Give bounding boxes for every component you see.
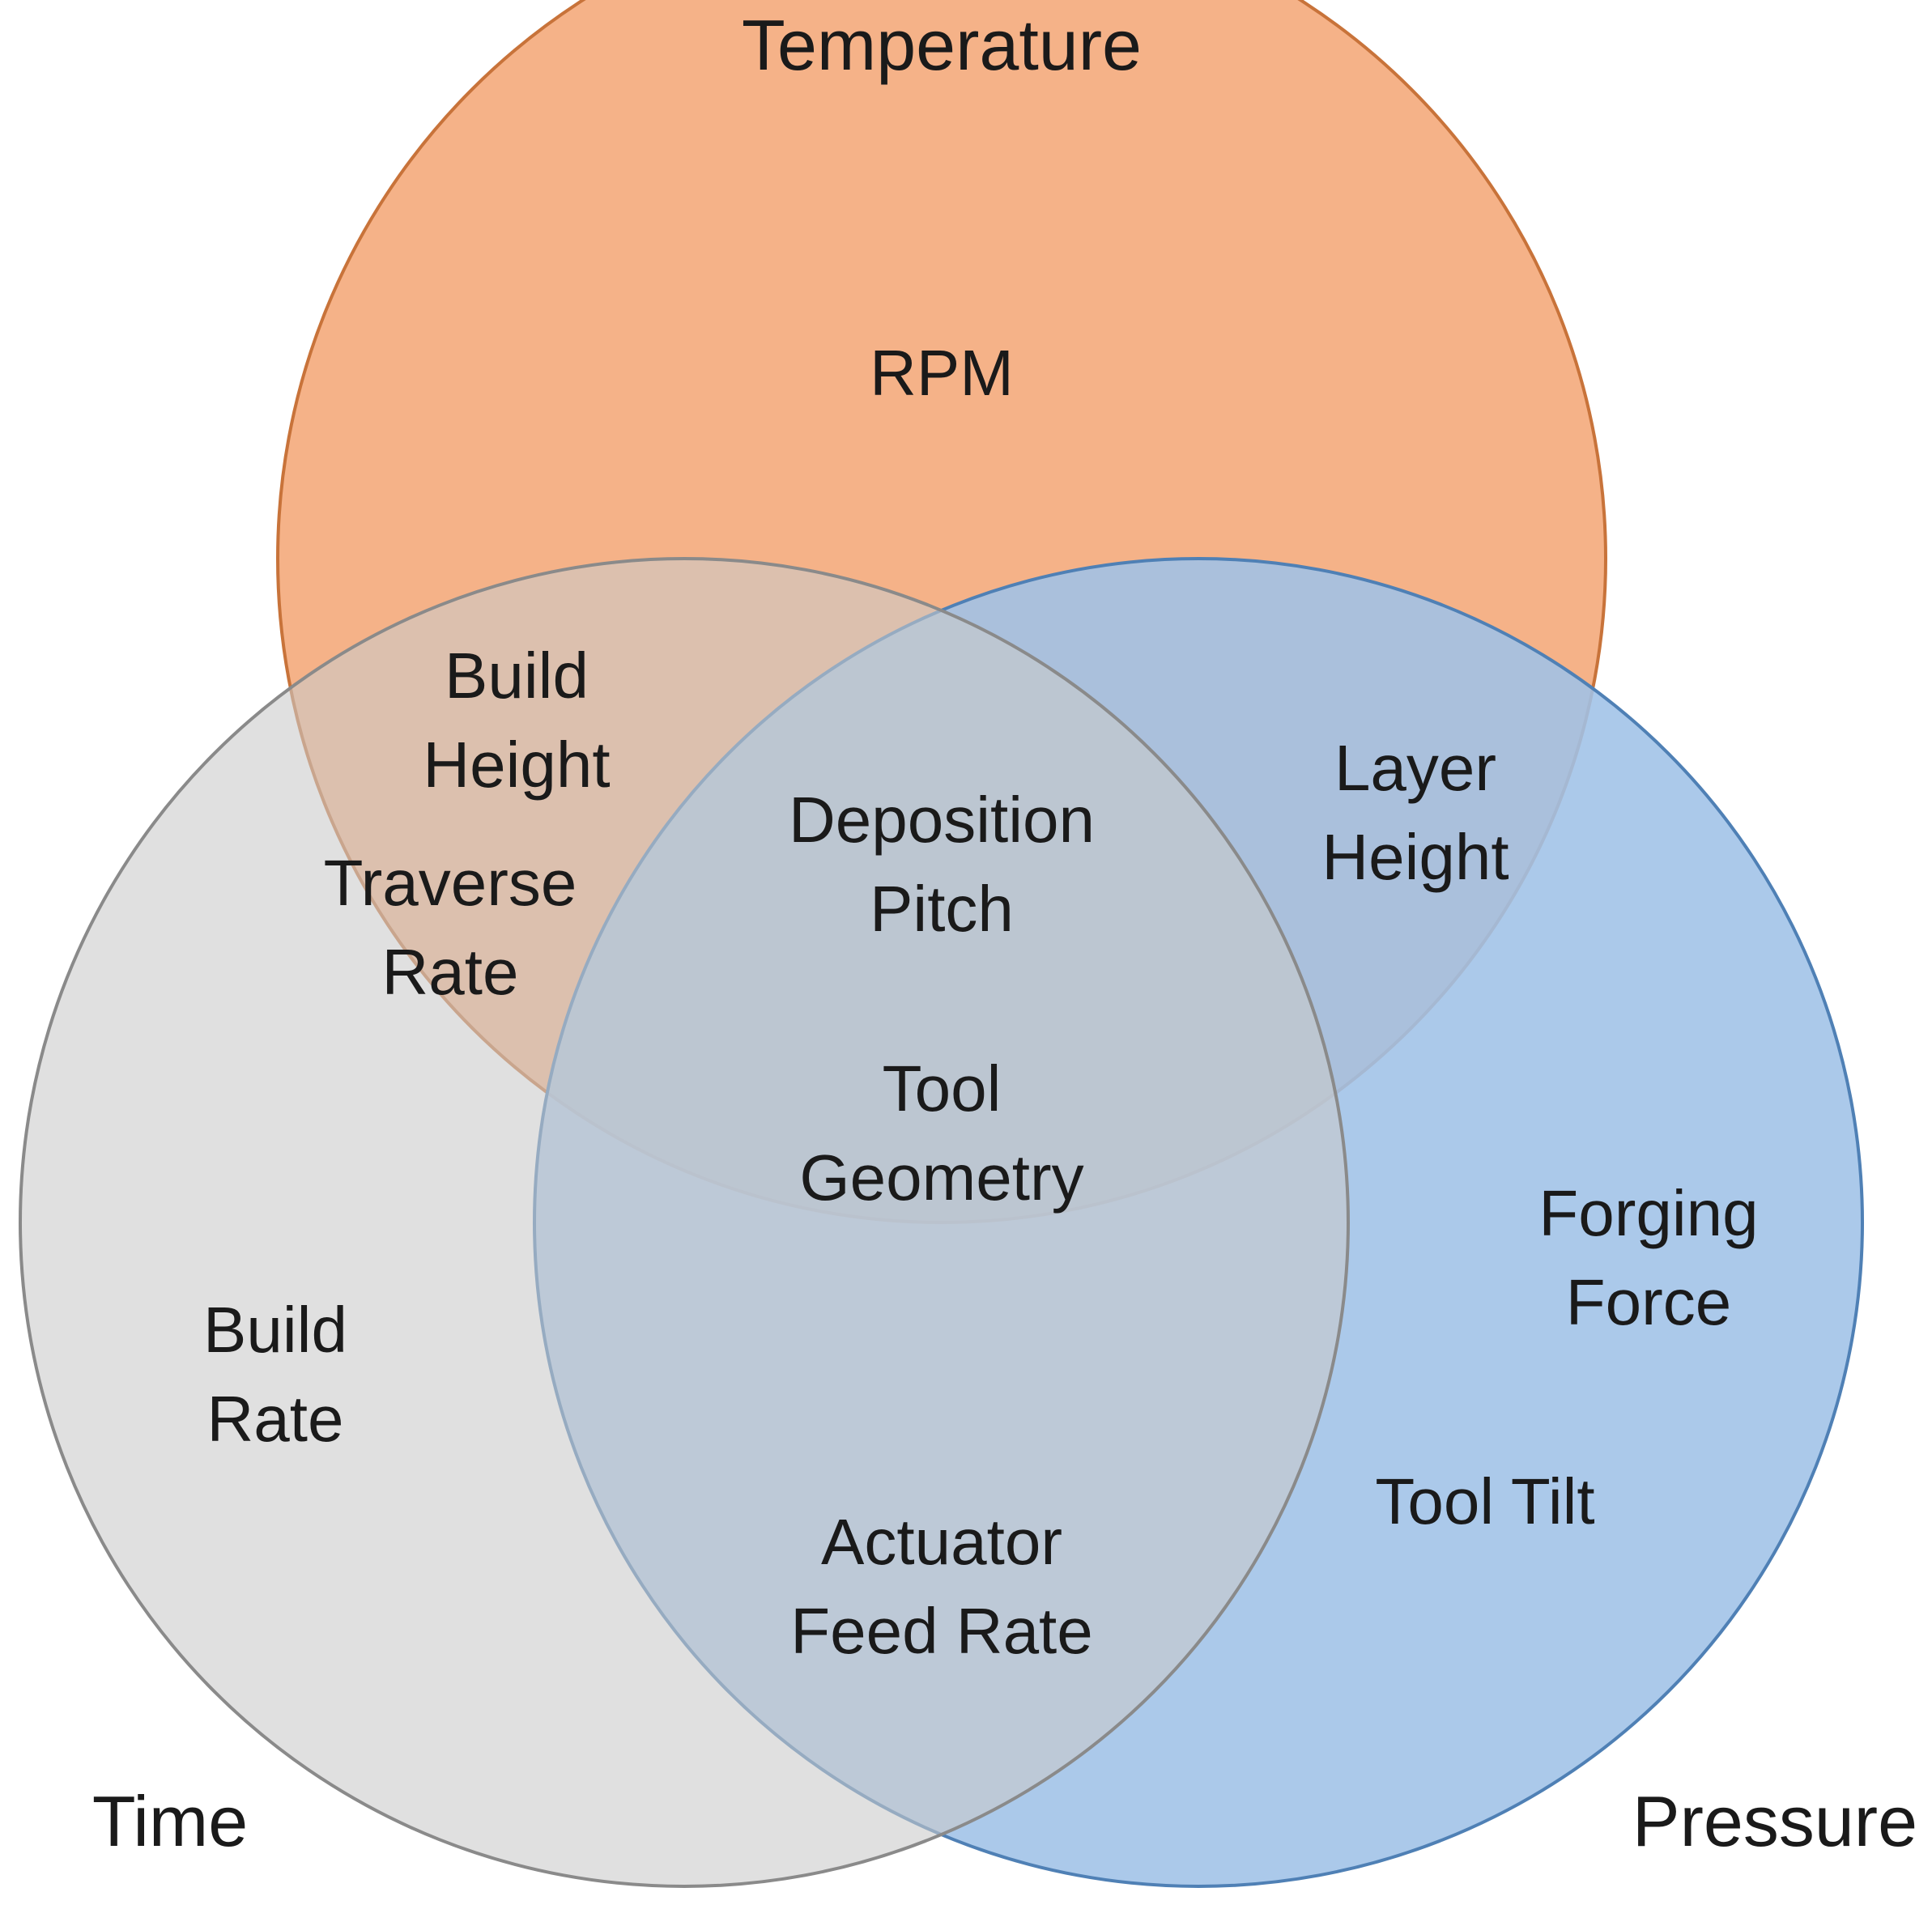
region-label-traverse-rate-1: Traverse <box>324 847 577 919</box>
region-label-build-height-1: Build <box>445 640 589 712</box>
time-circle <box>19 557 1350 1888</box>
region-label-deposition-pitch-2: Pitch <box>870 873 1014 945</box>
region-label-actuator-feed-rate-2: Feed Rate <box>790 1595 1093 1667</box>
region-label-actuator-feed-rate-1: Actuator <box>821 1506 1062 1578</box>
region-label-tool-tilt: Tool Tilt <box>1375 1465 1594 1537</box>
region-label-forging-force-1: Forging <box>1538 1177 1758 1249</box>
region-label-layer-height-1: Layer <box>1334 732 1496 804</box>
set-label-temperature: Temperature <box>742 5 1142 85</box>
region-label-traverse-rate-2: Rate <box>382 936 519 1008</box>
set-label-time: Time <box>92 1781 248 1861</box>
region-label-tool-geometry-2: Geometry <box>799 1142 1083 1214</box>
region-label-tool-geometry-1: Tool <box>883 1052 1002 1125</box>
region-label-forging-force-2: Force <box>1566 1266 1732 1338</box>
region-label-build-height-2: Height <box>423 729 610 801</box>
region-label-build-rate-1: Build <box>203 1294 347 1366</box>
region-label-rpm: RPM <box>870 337 1014 409</box>
region-label-layer-height-2: Height <box>1321 821 1509 893</box>
set-label-pressure: Pressure <box>1632 1781 1917 1861</box>
region-label-deposition-pitch-1: Deposition <box>789 784 1095 856</box>
region-label-build-rate-2: Rate <box>207 1383 344 1455</box>
